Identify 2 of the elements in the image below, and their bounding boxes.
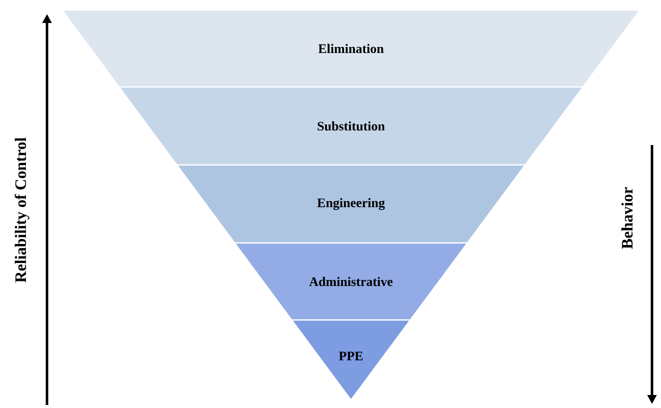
axis-label: Behavior: [621, 187, 633, 249]
axis-label: Reliability of Control: [14, 138, 30, 282]
